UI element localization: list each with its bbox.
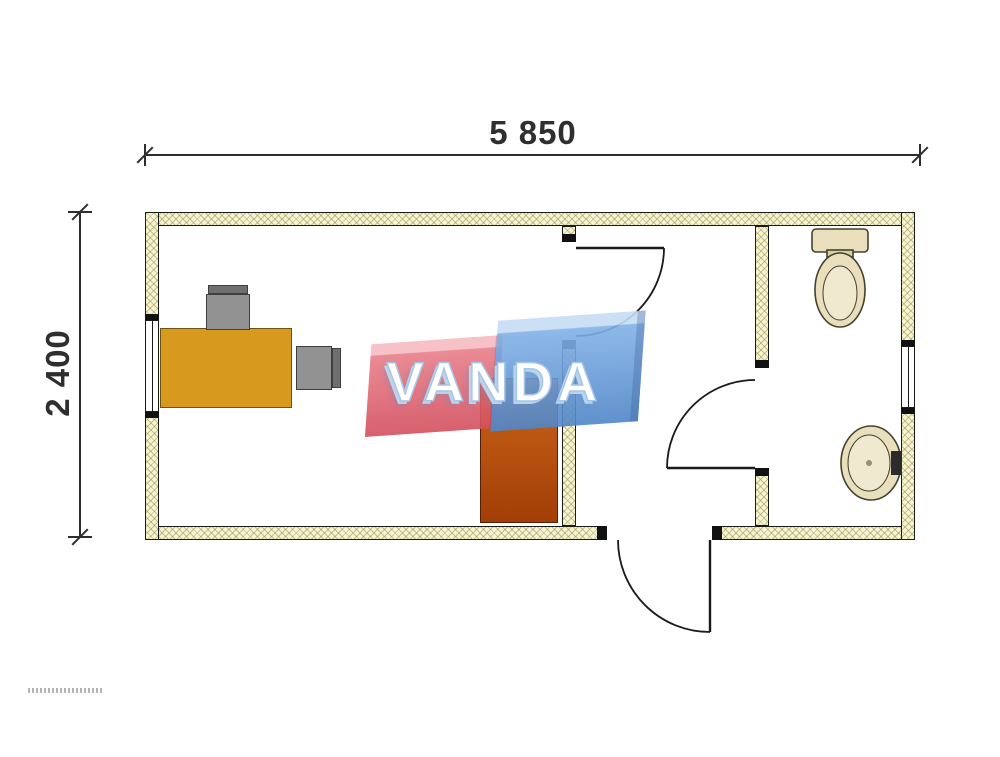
- toilet-bowl-inner: [822, 265, 858, 321]
- wc-door-jamb-bottom: [755, 468, 769, 476]
- sink-drain: [866, 460, 872, 466]
- entrance-door-swing-arc: [617, 539, 711, 633]
- wc-door-jamb-top: [755, 360, 769, 368]
- wall-bottom-left: [145, 526, 607, 540]
- window-left: [145, 320, 159, 412]
- office-door-jamb-top: [562, 234, 576, 242]
- desk-chair-back: [208, 285, 248, 294]
- watermark-text: VANDA: [386, 350, 602, 413]
- window-left-sill-top: [145, 314, 159, 320]
- window-right-sill-top: [901, 340, 915, 346]
- window-right-sill-bottom: [901, 408, 915, 414]
- window-left-sill-bottom: [145, 412, 159, 418]
- fine-print-stamp: [28, 688, 104, 693]
- wall-left-upper: [145, 212, 159, 320]
- dimension-width-label: 5 850: [489, 114, 577, 151]
- partition-wc-upper: [755, 226, 769, 368]
- wall-left-lower: [145, 412, 159, 540]
- wall-top: [145, 212, 915, 226]
- side-chair-back: [332, 348, 341, 388]
- wall-bottom-right: [712, 526, 915, 540]
- desk-chair-seat: [206, 294, 250, 330]
- entrance-jamb-left: [597, 526, 607, 540]
- office-desk: [160, 328, 292, 408]
- entrance-jamb-right: [712, 526, 722, 540]
- wc-door-swing-arc: [666, 379, 756, 469]
- toilet-tank: [811, 228, 869, 253]
- sink-faucet: [891, 451, 902, 475]
- dimension-height-line: [79, 212, 81, 538]
- wall-right-upper: [901, 212, 915, 346]
- side-chair-seat: [296, 346, 332, 390]
- partition-wc-lower: [755, 468, 769, 526]
- dimension-width-line: [145, 154, 921, 156]
- window-right: [901, 346, 915, 408]
